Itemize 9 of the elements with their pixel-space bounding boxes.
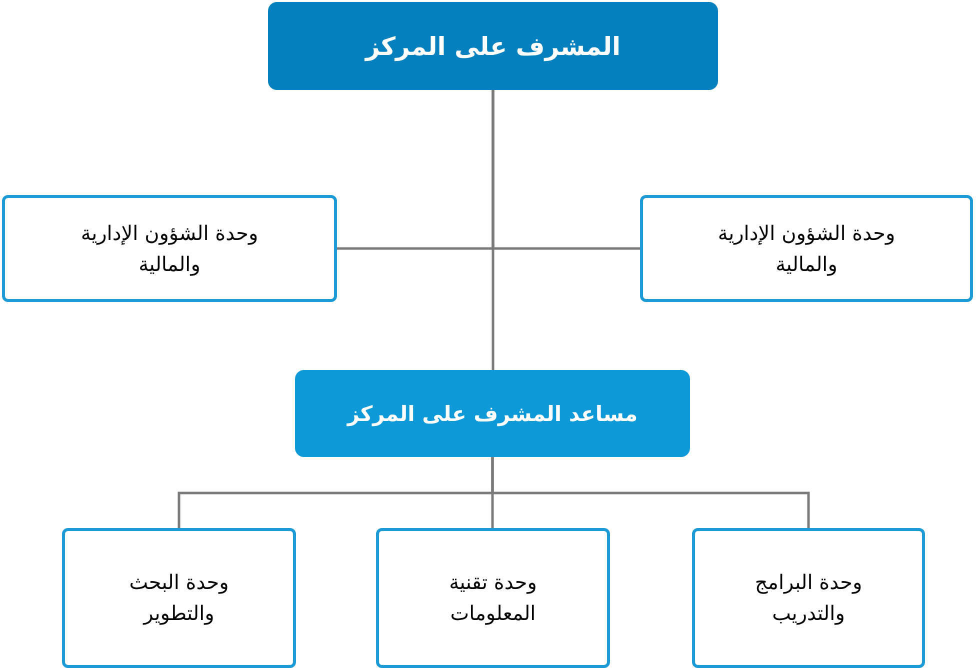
unit-box: وحدة الشؤون الإدارية والمالية <box>640 195 973 302</box>
unit-box: وحدة البحث والتطوير <box>62 528 296 668</box>
process-box: مساعد المشرف على المركز <box>295 370 690 457</box>
unit-box: وحدة الشؤون الإدارية والمالية <box>2 195 337 302</box>
unit-box: وحدة البرامج والتدريب <box>692 528 925 668</box>
connector-line <box>492 90 494 370</box>
connector-line <box>178 457 494 528</box>
unit-box: وحدة تقنية المعلومات <box>376 528 610 668</box>
title-box: المشرف على المركز <box>268 2 718 90</box>
